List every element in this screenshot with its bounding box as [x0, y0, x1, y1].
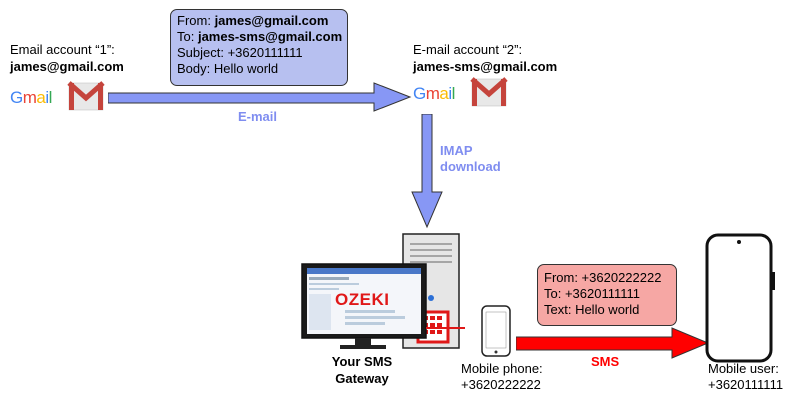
smartphone-icon — [705, 233, 775, 363]
email-subject-line: Subject: +3620111111 — [177, 45, 303, 60]
power-button-icon — [428, 295, 434, 301]
computer-illustration — [301, 233, 465, 349]
mobile-phone-caption: Mobile phone: — [461, 361, 543, 376]
mobile-user-number: +3620111111 — [708, 377, 784, 392]
email-to-line: To: james-sms@gmail.com — [177, 29, 343, 44]
imap-arrow — [411, 114, 443, 229]
svg-text:Gmail: Gmail — [413, 84, 455, 103]
mobile-user-caption: Mobile user: — [708, 361, 779, 376]
sms-message-callout: From: +3620222222 To: +3620111111 Text: … — [537, 264, 677, 326]
sms-to-line: To: +3620111111 — [544, 286, 641, 301]
gmail-logo-icon: Gmail — [413, 77, 508, 107]
email-body-line: Body: Hello world — [177, 61, 279, 76]
gmail-logo-source: Gmail — [10, 80, 105, 112]
email-message-callout: From: james@gmail.com To: james-sms@gmai… — [170, 9, 348, 86]
gateway-label: Your SMS Gateway — [331, 354, 393, 386]
svg-text:Gmail: Gmail — [10, 88, 52, 107]
target-account-caption: E-mail account “2”: — [413, 42, 523, 57]
sms-arrow-label: SMS — [591, 354, 620, 369]
gmail-logo-icon: Gmail — [10, 81, 105, 111]
gmail-logo-target: Gmail — [413, 76, 508, 108]
source-account-caption: Email account “1”: — [10, 42, 115, 57]
imap-arrow-label: IMAP download — [440, 143, 501, 174]
email-arrow — [108, 82, 412, 112]
sms-text-line: Text: Hello world — [544, 302, 640, 317]
mobile-phone-icon — [481, 305, 511, 357]
email-from-line: From: james@gmail.com — [177, 13, 329, 28]
sms-from-line: From: +3620222222 — [544, 270, 662, 285]
mobile-phone-number: +3620222222 — [461, 377, 541, 392]
target-account-address: james-sms@gmail.com — [413, 59, 558, 74]
sms-arrow — [516, 327, 710, 359]
email-arrow-label: E-mail — [238, 109, 278, 124]
ozeki-brand: OZEKI — [335, 290, 390, 309]
source-account-address: james@gmail.com — [10, 59, 124, 74]
